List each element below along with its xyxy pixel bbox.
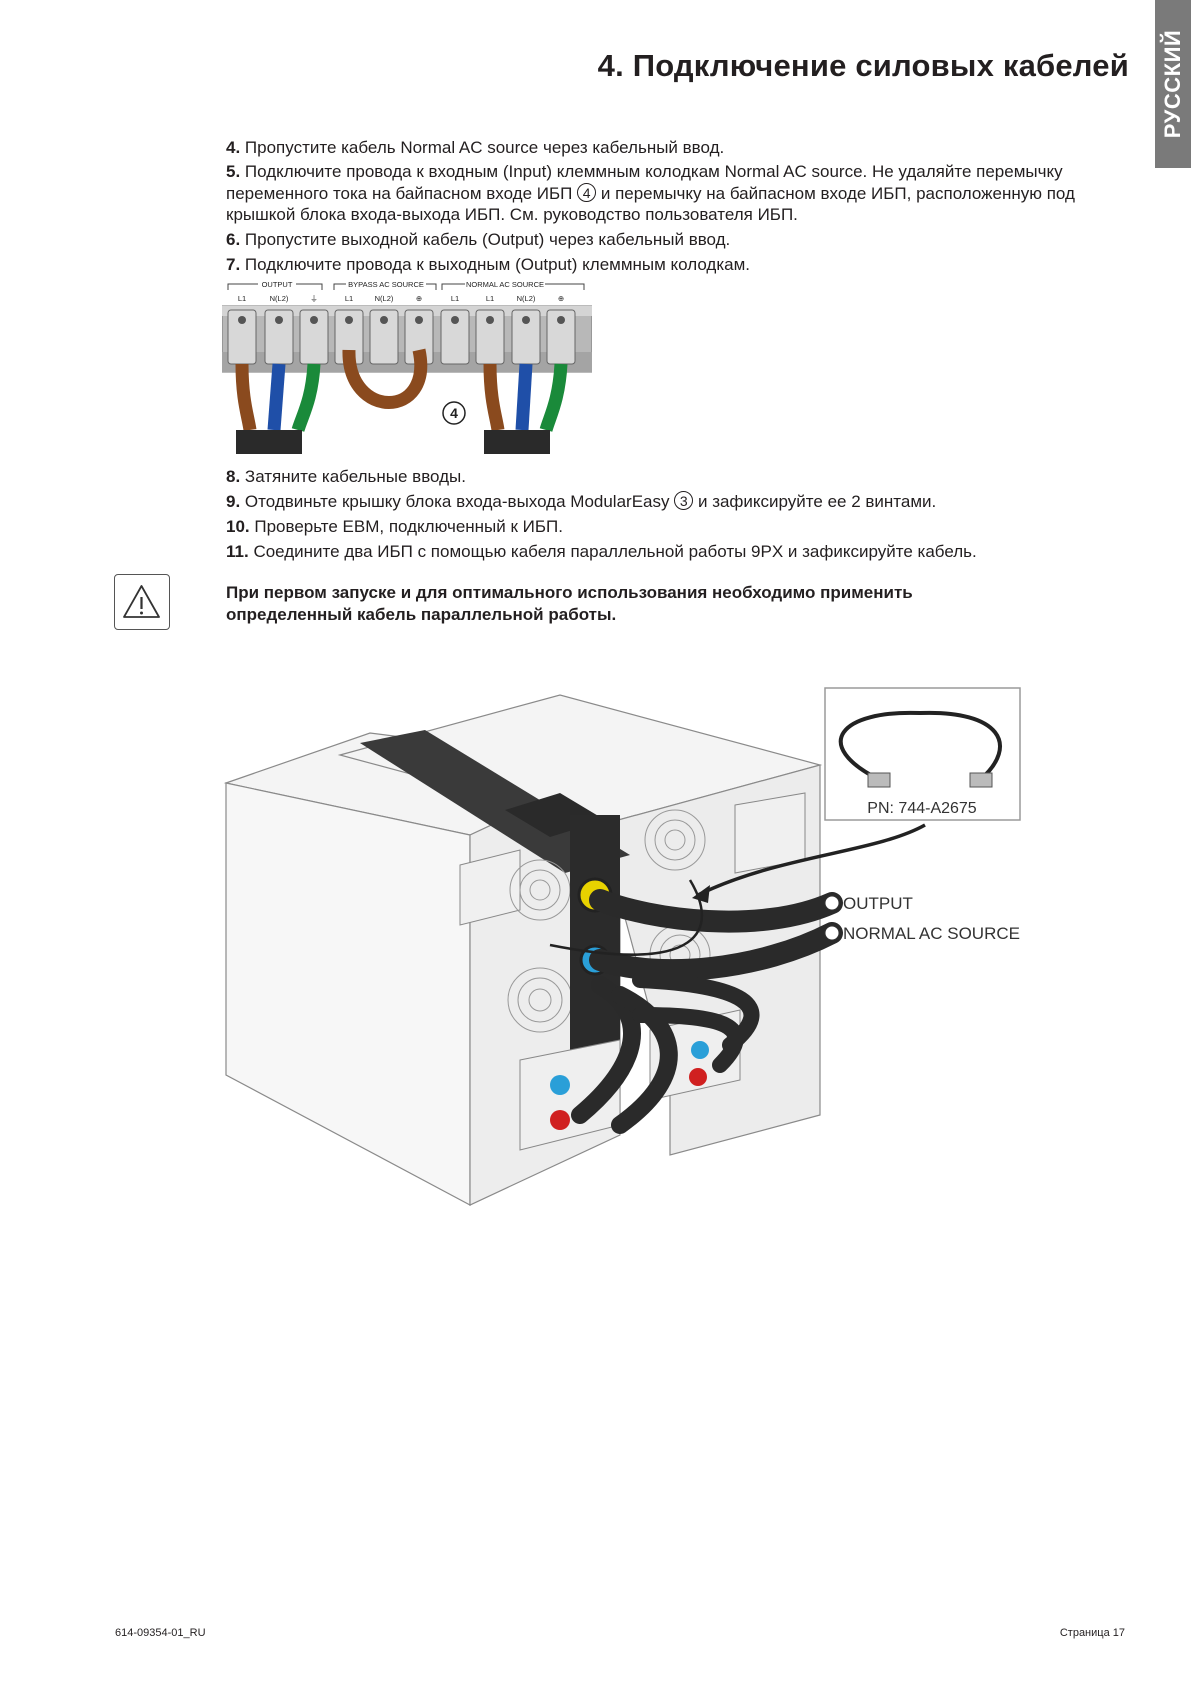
step-6: 6. Пропустите выходной кабель (Output) ч…: [226, 230, 731, 249]
warning-text: При первом запуске и для оптимального ис…: [226, 583, 913, 624]
language-tab-label: РУССКИЙ: [1160, 29, 1185, 139]
step-5: 5. Подключите провода к входным (Input) …: [226, 162, 1075, 224]
terminal-label: N(L2): [270, 294, 289, 303]
terminal-label: N(L2): [375, 294, 394, 303]
step-11: 11. Соедините два ИБП с помощью кабеля п…: [226, 542, 977, 561]
language-tab: [1155, 0, 1191, 168]
group-label-normal: NORMAL AC SOURCE: [466, 280, 544, 289]
terminal-label: ⊕: [558, 294, 564, 303]
terminal-label: ⊕: [416, 294, 422, 303]
terminal-label: L1: [486, 294, 494, 303]
footer-doc-id: 614-09354-01_RU: [115, 1627, 206, 1639]
callout-ref: 3: [674, 491, 694, 510]
normal-ac-source-label: NORMAL AC SOURCE: [843, 924, 1020, 943]
group-label-output: OUTPUT: [262, 280, 293, 289]
step-9: 9. Отодвиньте крышку блока входа-выхода …: [226, 491, 937, 511]
terminal-label: N(L2): [517, 294, 536, 303]
callout-number: 4: [450, 405, 458, 421]
warning-icon-box: [114, 574, 170, 630]
page-title: 4. Подключение силовых кабелей: [597, 48, 1129, 83]
output-label: OUTPUT: [843, 894, 913, 913]
group-label-bypass: BYPASS AC SOURCE: [348, 280, 424, 289]
terminal-block-figure: OUTPUT BYPASS AC SOURCE NORMAL AC SOURCE…: [222, 280, 592, 454]
step-10: 10. Проверьте EBM, подключенный к ИБП.: [226, 517, 563, 536]
step-4: 4. Пропустите кабель Normal AC source че…: [226, 138, 725, 157]
footer-page-number: Страница 17: [1059, 1627, 1125, 1639]
terminal-label: L1: [451, 294, 459, 303]
ups-cabling-figure: PN: 744-A2675 OUTPUT NORMAL AC SOURCE: [223, 687, 1021, 1206]
part-number-label: PN: 744-A2675: [867, 800, 977, 817]
step-8: 8. Затяните кабельные вводы.: [226, 467, 466, 486]
warning-icon: [123, 585, 160, 618]
step-7: 7. Подключите провода к выходным (Output…: [226, 255, 751, 274]
terminal-label: ⏚: [310, 294, 318, 303]
terminal-label: L1: [238, 294, 246, 303]
callout-ref: 4: [577, 182, 597, 202]
terminal-label: L1: [345, 294, 353, 303]
